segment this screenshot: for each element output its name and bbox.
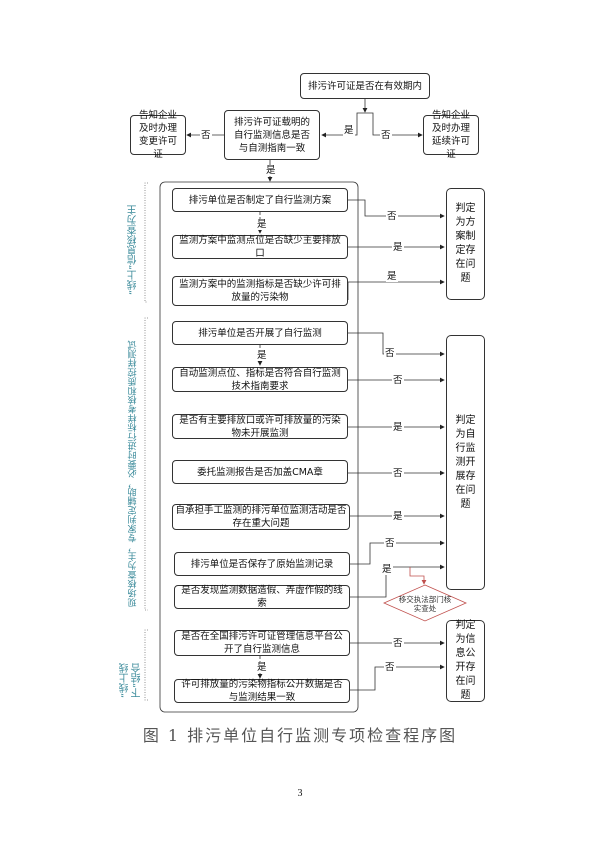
section-label-onsite: 现场核查为主，专家判定辅助，必要时进行标样考核和质控样测试	[128, 340, 139, 607]
yes-label: 是	[256, 662, 268, 673]
judgement-disclosure-box: 判定为信息公开存在问题	[446, 620, 485, 702]
step-box: 自动监测点位、指标是否符合自行监测技术指南要求	[172, 367, 348, 392]
step-box: 排污单位是否开展了自行监测	[172, 321, 348, 345]
yes-label: 是	[343, 125, 355, 136]
step-box: 监测方案中的监测指标是否缺少许可排放量的污染物	[172, 276, 348, 306]
no-label: 否	[200, 130, 212, 141]
no-label: 否	[384, 662, 396, 673]
yes-label: 是	[265, 165, 277, 176]
no-label: 否	[380, 130, 392, 141]
no-label: 否	[384, 348, 396, 359]
step-box: 委托监测报告是否加盖CMA章	[172, 460, 348, 484]
step-box: 许可排放量的污染物指标公开数据是否与监测结果一致	[174, 679, 350, 703]
no-label: 否	[384, 538, 396, 549]
judgement-monitoring-box: 判定为自行监测开展存在问题	[446, 335, 485, 590]
page-number: 3	[297, 788, 303, 799]
step-box: 是否在全国排污许可证管理信息平台公开了自行监测信息	[174, 630, 350, 656]
yes-label: 是	[381, 564, 393, 575]
step-box: 排污单位是否保存了原始监测记录	[174, 552, 350, 576]
yes-label: 是	[392, 422, 404, 433]
notify-renew-box: 告知企业及时办理延续许可证	[423, 110, 479, 160]
referral-label: 移交执法部门核实查处	[398, 595, 452, 613]
step-box: 自承担手工监测的排污单位监测活动是否存在重大问题	[172, 504, 350, 530]
step-box: 监测方案中监测点位是否缺少主要排放口	[172, 235, 348, 259]
yes-label: 是	[256, 350, 268, 361]
no-label: 否	[392, 468, 404, 479]
no-label: 否	[392, 638, 404, 649]
yes-label: 是	[392, 511, 404, 522]
step-box: 排污单位是否制定了自行监测方案	[172, 188, 348, 212]
yes-label: 是	[256, 219, 268, 230]
step-box: 是否发现监测数据造假、弄虚作假的线索	[174, 585, 350, 609]
consistency-box: 排污许可证载明的自行监测信息是否与自测指南一致	[224, 110, 320, 160]
yes-label: 是	[386, 271, 398, 282]
start-box: 排污许可证是否在有效期内	[300, 73, 430, 99]
section-label-combined: “线上线下”结合	[120, 662, 143, 698]
no-label: 否	[392, 375, 404, 386]
section-label-online: “线上”信息核查为主	[128, 204, 139, 295]
notify-change-box: 告知企业及时办理变更许可证	[130, 110, 186, 160]
judgement-plan-box: 判定为方案制定存在问题	[446, 188, 485, 300]
figure-caption: 图 1 排污单位自行监测专项检查程序图	[142, 726, 458, 745]
no-label: 否	[386, 211, 398, 222]
step-box: 是否有主要排放口或许可排放量的污染物未开展监测	[172, 414, 348, 439]
yes-label: 是	[392, 242, 404, 253]
referral-diamond	[383, 584, 467, 622]
